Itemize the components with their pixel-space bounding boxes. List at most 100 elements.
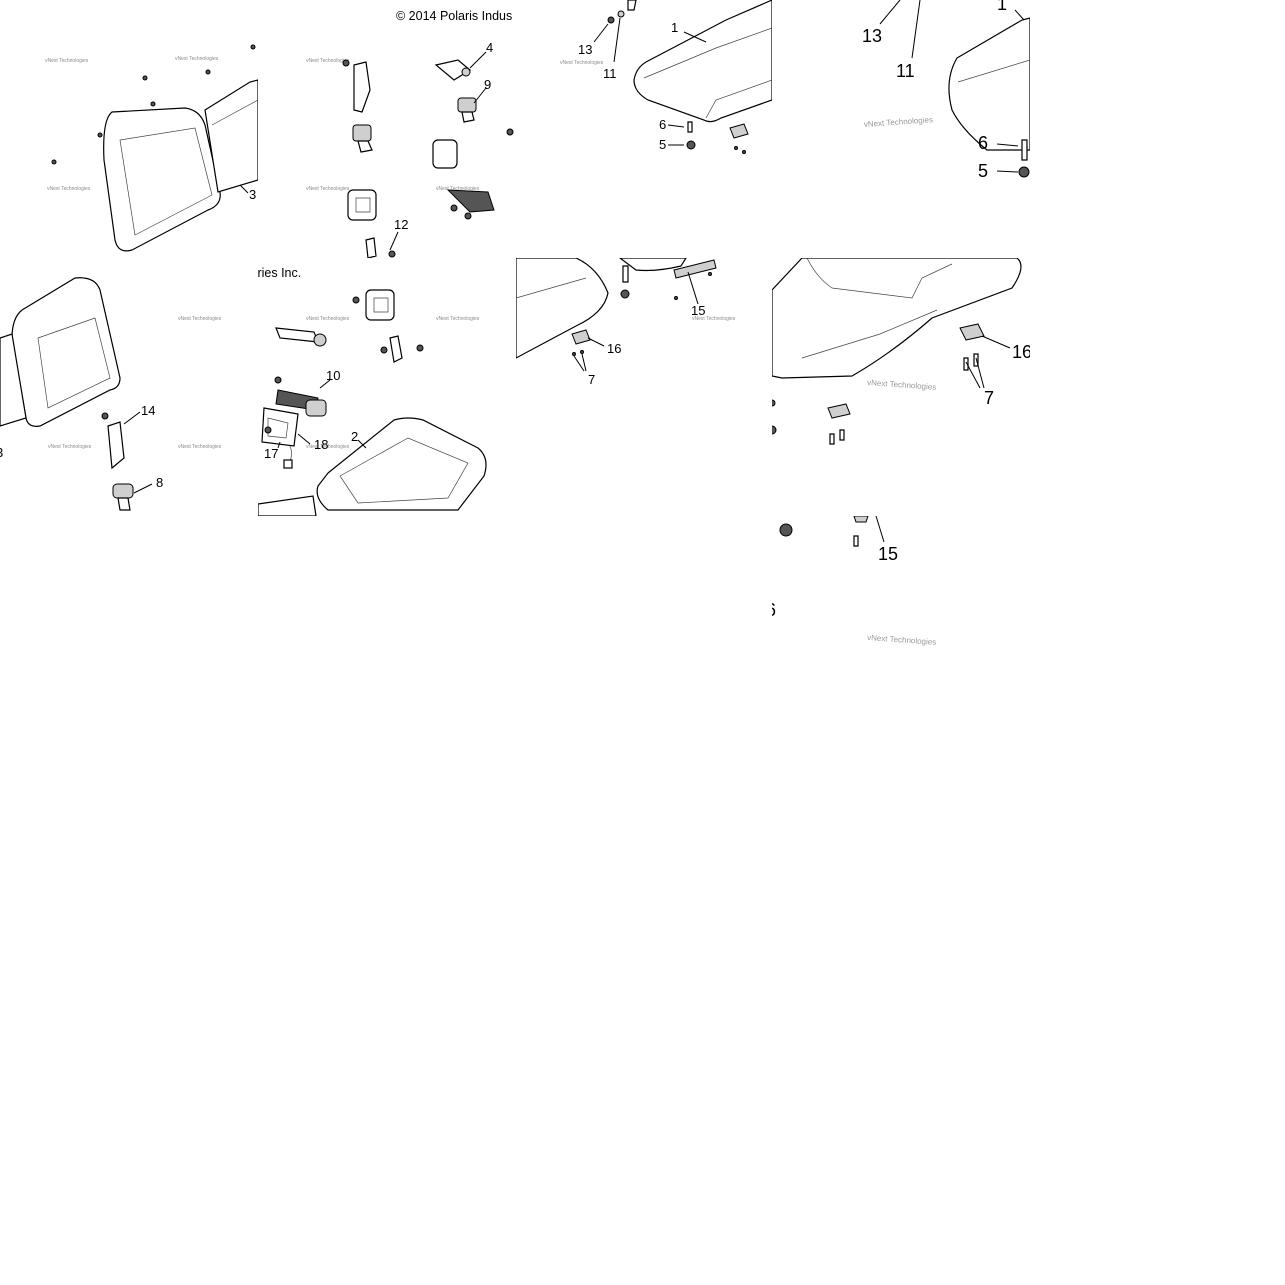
backrest-pad-right bbox=[204, 79, 258, 193]
backrest-pad-inset bbox=[119, 127, 213, 236]
watermark-text: vNext Technologies bbox=[436, 186, 480, 192]
stud bbox=[622, 265, 629, 283]
seat-rail-drawing-zoom: vNext Technologies 15 6 bbox=[772, 516, 937, 647]
seat-cushion-edge bbox=[619, 258, 687, 272]
watermark-text: vNext Technologies bbox=[436, 316, 480, 322]
watermark-text: vNext Technologies bbox=[45, 58, 89, 64]
fastener bbox=[205, 69, 211, 75]
callout-16: 16 bbox=[1012, 342, 1030, 362]
watermark-text: vNext Technologies bbox=[306, 316, 350, 322]
tile-seat-cushion-top-zoom: vNext Technologies 13 11 1 6 5 bbox=[772, 0, 1030, 258]
callout-15: 15 bbox=[691, 303, 705, 318]
belt-bracket bbox=[353, 61, 371, 113]
seat-cushion bbox=[316, 417, 487, 511]
backrest-pad-inset bbox=[37, 317, 111, 409]
fastener bbox=[150, 101, 156, 107]
grommet bbox=[686, 140, 696, 150]
watermark-text: vNext Technologies bbox=[560, 60, 604, 66]
callout-7: 7 bbox=[984, 388, 994, 408]
seat-cushion bbox=[772, 258, 1022, 379]
callout-2: 2 bbox=[351, 429, 358, 444]
watermark-text: vNext Technologies bbox=[864, 115, 934, 129]
watermark-text: vNext Technologies bbox=[306, 444, 350, 450]
callout-8: 8 bbox=[156, 475, 163, 490]
callout-3: 3 bbox=[249, 187, 256, 202]
fastener bbox=[250, 44, 256, 50]
callout-1: 1 bbox=[997, 0, 1007, 14]
watermark-text: vNext Technologies bbox=[867, 633, 937, 647]
belt-buckle bbox=[457, 97, 477, 113]
fastener bbox=[51, 159, 57, 165]
seat-cushion-drawing-top-zoom: vNext Technologies 13 11 1 6 5 bbox=[862, 0, 1030, 181]
tile-backrest-lower: vNext Technologies vNext Technologies vN… bbox=[0, 258, 258, 516]
tile-seatbelts-lower: tries Inc. vNext Technologies vNext Tech… bbox=[258, 258, 516, 516]
stud bbox=[1021, 139, 1028, 161]
callout-15: 15 bbox=[878, 544, 898, 564]
seat-cushion-inset bbox=[339, 437, 469, 504]
grommet bbox=[1018, 166, 1030, 178]
grommet bbox=[620, 289, 630, 299]
watermark-text: vNext Technologies bbox=[306, 186, 350, 192]
clip bbox=[827, 403, 851, 419]
seat-cushion bbox=[948, 17, 1030, 151]
copyright-text: © 2014 Polaris Indus bbox=[396, 9, 512, 23]
watermark-text: vNext Technologies bbox=[47, 186, 91, 192]
belt-bracket bbox=[107, 421, 125, 470]
watermark-text: vNext Technologies bbox=[48, 444, 92, 450]
watermark-text: vNext Technologies bbox=[692, 316, 736, 322]
seat-underside-drawing: vNext Technologies 15 16 7 bbox=[516, 258, 736, 387]
callout-5: 5 bbox=[659, 137, 666, 152]
watermark-text: vNext Technologies bbox=[178, 316, 222, 322]
tile-seat-cushion-top: vNext Technologies 13 11 1 6 5 bbox=[516, 0, 772, 258]
seat-cushion bbox=[633, 0, 772, 123]
grommet bbox=[779, 523, 793, 537]
fastener bbox=[142, 75, 148, 81]
watermark-text: vNext Technologies bbox=[306, 58, 350, 64]
callout-9: 9 bbox=[484, 77, 491, 92]
clip bbox=[571, 329, 591, 345]
tile-seat-underside: vNext Technologies 15 16 7 bbox=[516, 258, 772, 516]
callout-18: 18 bbox=[314, 437, 328, 452]
callout-14: 14 bbox=[141, 403, 155, 418]
fastener bbox=[97, 132, 103, 138]
watermark-text: vNext Technologies bbox=[178, 444, 222, 450]
backrest-pad-left bbox=[103, 107, 221, 252]
seatbelts-drawing-lower: tries Inc. vNext Technologies vNext Tech… bbox=[258, 266, 487, 516]
seat-underside-drawing-zoom: vNext Technologies 16 7 bbox=[772, 258, 1030, 445]
callout-1: 1 bbox=[671, 20, 678, 35]
tile-seat-underside-zoom: vNext Technologies 16 7 bbox=[772, 258, 1030, 516]
tile-seat-rail-zoom: vNext Technologies 15 6 bbox=[772, 516, 1030, 676]
watermark-text: vNext Technologies bbox=[867, 378, 937, 392]
clip bbox=[959, 323, 985, 341]
callout-17: 17 bbox=[264, 446, 278, 461]
callout-6: 6 bbox=[659, 117, 666, 132]
seat-rail bbox=[673, 259, 717, 279]
callout-10: 10 bbox=[326, 368, 340, 383]
backrest-drawing: vNext Technologies vNext Technologies vN… bbox=[45, 44, 258, 252]
backrest-lower-drawing: vNext Technologies vNext Technologies vN… bbox=[0, 277, 222, 511]
callout-7: 7 bbox=[588, 372, 595, 387]
stud bbox=[687, 121, 693, 133]
tile-seatbelts-top: © 2014 Polaris Indus vNext Technologies … bbox=[258, 0, 516, 258]
belt-retractor bbox=[347, 189, 377, 221]
belt-buckle bbox=[305, 399, 327, 417]
callout-4: 4 bbox=[486, 40, 493, 55]
backrest-pad-side bbox=[0, 333, 27, 427]
callout-16: 16 bbox=[607, 341, 621, 356]
belt-buckle bbox=[112, 483, 134, 499]
seat-rail bbox=[853, 516, 869, 523]
belt-webbing bbox=[446, 189, 495, 213]
tile-backrest: vNext Technologies vNext Technologies vN… bbox=[0, 0, 258, 258]
callout-3: 3 bbox=[0, 445, 3, 460]
callout-11: 11 bbox=[603, 66, 617, 81]
callout-6: 6 bbox=[772, 600, 776, 620]
callout-13: 13 bbox=[862, 26, 882, 46]
copyright-text: tries Inc. bbox=[258, 266, 301, 280]
callout-5: 5 bbox=[978, 161, 988, 181]
belt-retractor bbox=[432, 139, 458, 169]
callout-6: 6 bbox=[978, 133, 988, 153]
watermark-text: vNext Technologies bbox=[175, 56, 219, 62]
seat-cushion bbox=[516, 258, 609, 359]
belt-tongue bbox=[275, 327, 319, 343]
